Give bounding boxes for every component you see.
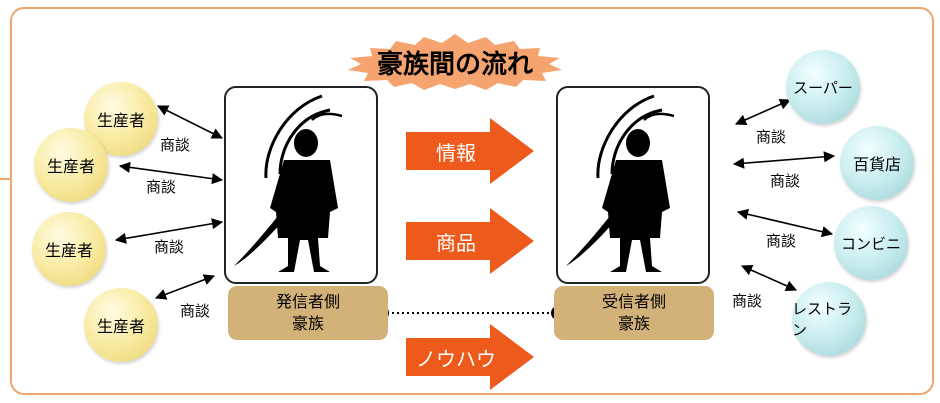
flow-label-information: 情報 [436,140,476,165]
receiver-clan-label-line1: 受信者側 [601,292,666,311]
negotiation-label-1: 商談 [160,136,191,154]
negotiation-arrow-4 [154,274,216,300]
negotiation-arrow-1 [156,105,224,139]
right-arrow-icon [406,118,534,184]
receiver-warrior-box [556,86,710,284]
negotiation-arrow-6 [732,151,836,169]
producer-circle-3: 生産者 [32,212,106,286]
sender-warrior-box [224,86,378,284]
receiver-clan-label: 受信者側 豪族 [554,286,714,340]
warrior-silhouette-icon [234,94,343,272]
title-burst-shape [348,34,562,90]
flow-label-goods: 商品 [436,230,476,255]
diagram-title: 豪族間の流れ [376,49,533,80]
flow-arrow-knowhow: ノウハウ [406,324,534,390]
right-arrow-icon [406,208,534,274]
retailer-circle-supermarket: スーパー [786,50,860,124]
flow-label-knowhow: ノウハウ [416,346,496,371]
retailer-circle-convenience-store: コンビニ [834,206,908,280]
sender-clan-label: 発信者側 豪族 [228,286,388,340]
negotiation-arrow-2 [118,161,224,185]
negotiation-label-7: 商談 [766,232,797,250]
retailer-circle-department-store: 百貨店 [840,126,914,200]
sender-clan-label-line2: 豪族 [291,314,324,333]
title-burst: 豪族間の流れ [346,34,564,90]
producer-circle-2: 生産者 [34,128,108,202]
flow-arrow-goods: 商品 [406,208,534,274]
producer-circle-4: 生産者 [84,288,158,362]
negotiation-label-4: 商談 [180,302,211,320]
negotiation-arrow-3 [114,218,224,244]
negotiation-label-5: 商談 [756,128,787,146]
negotiation-label-6: 商談 [770,172,801,190]
negotiation-arrow-8 [740,264,798,292]
frame-connector-line [0,178,12,180]
negotiation-arrow-7 [736,208,834,238]
sender-clan-label-line1: 発信者側 [275,292,340,311]
flow-arrow-information: 情報 [406,118,534,184]
negotiation-label-2: 商談 [146,178,177,196]
right-arrow-icon [406,324,534,390]
warrior-silhouette-icon [566,94,675,272]
receiver-clan-label-line2: 豪族 [617,314,650,333]
negotiation-label-3: 商談 [154,238,185,256]
retailer-circle-restaurant: レストラン [792,282,866,356]
negotiation-label-8: 商談 [732,292,763,310]
negotiation-arrow-5 [734,98,792,126]
